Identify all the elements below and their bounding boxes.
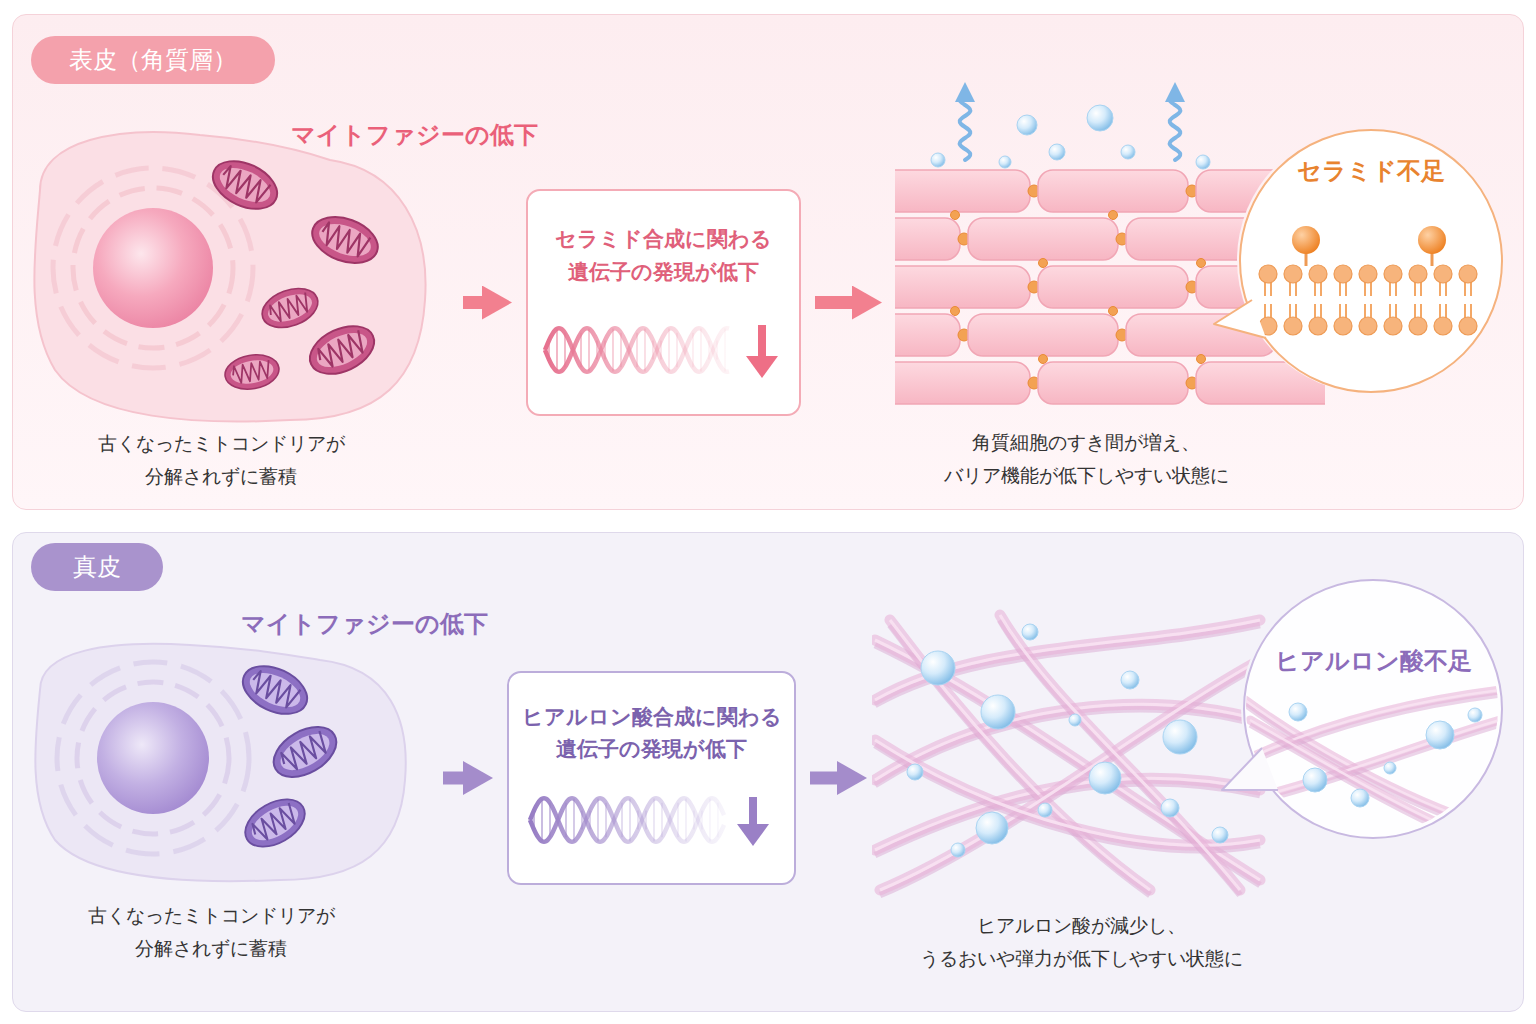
- cell-heading: マイトファジーの低下: [241, 608, 561, 640]
- panel-tag: 真皮: [31, 543, 163, 591]
- result-caption: ヒアルロン酸が減少し、 うるおいや弾力が低下しやすい状態に: [881, 909, 1281, 975]
- callout-title: ヒアルロン酸不足: [1245, 645, 1501, 677]
- process-text: セラミド合成に関わる 遺伝子の発現が低下: [528, 223, 799, 289]
- process-box: ヒアルロン酸合成に関わる 遺伝子の発現が低下: [507, 671, 796, 885]
- cell-illustration: マイトファジーの低下古くなったミトコンドリアが 分解されずに蓄積: [29, 601, 429, 971]
- cell-heading: マイトファジーの低下: [291, 119, 611, 151]
- cell-illustration: マイトファジーの低下古くなったミトコンドリアが 分解されずに蓄積: [29, 116, 449, 491]
- epidermis-panel: 表皮（角質層）マイトファジーの低下古くなったミトコンドリアが 分解されずに蓄積セ…: [12, 14, 1524, 510]
- dermis-illustration: ヒアルロン酸が減少し、 うるおいや弾力が低下しやすい状態に: [881, 611, 1281, 981]
- result-caption: 角質細胞のすき間が増え、 バリア機能が低下しやすい状態に: [896, 426, 1276, 492]
- stratum-corneum-illustration: 角質細胞のすき間が増え、 バリア機能が低下しやすい状態に: [896, 166, 1276, 486]
- cell-caption: 古くなったミトコンドリアが 分解されずに蓄積: [61, 899, 361, 965]
- panel-tag: 表皮（角質層）: [31, 36, 275, 84]
- callout-title: セラミド不足: [1241, 155, 1501, 187]
- cell-caption: 古くなったミトコンドリアが 分解されずに蓄積: [71, 427, 371, 493]
- process-text: ヒアルロン酸合成に関わる 遺伝子の発現が低下: [509, 701, 794, 765]
- dermis-panel: 真皮マイトファジーの低下古くなったミトコンドリアが 分解されずに蓄積ヒアルロン酸…: [12, 532, 1524, 1012]
- process-box: セラミド合成に関わる 遺伝子の発現が低下: [526, 189, 801, 416]
- zoom-callout-circle: セラミド不足: [1239, 129, 1503, 393]
- zoom-callout-circle: ヒアルロン酸不足: [1243, 579, 1503, 839]
